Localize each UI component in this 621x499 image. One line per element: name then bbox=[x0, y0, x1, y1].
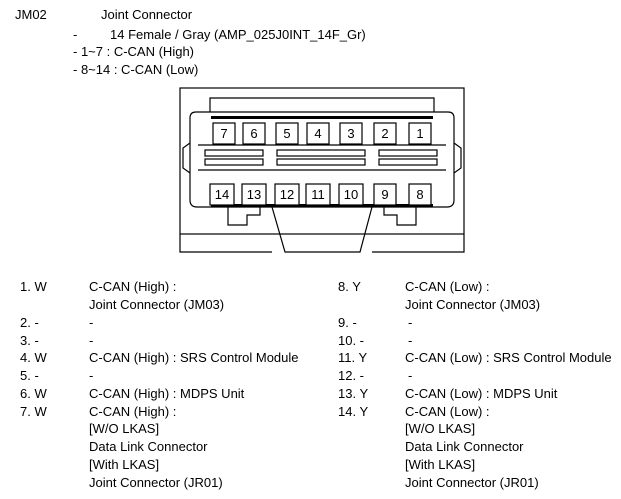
left-notch bbox=[182, 142, 191, 174]
pin-description: - bbox=[89, 368, 94, 383]
connector-inner-frame bbox=[189, 111, 455, 208]
pin-number: 8. Y bbox=[338, 279, 361, 294]
pin-cavity-5 bbox=[275, 122, 299, 145]
pin-description: Data Link Connector bbox=[89, 439, 208, 454]
pin-number: 2. - bbox=[20, 315, 39, 330]
pin-cavity-2 bbox=[373, 122, 397, 145]
pin-description: C-CAN (High) : bbox=[89, 404, 177, 419]
pin-range-note-high: - 1~7 : C-CAN (High) bbox=[73, 44, 194, 59]
pin-number: 3. - bbox=[20, 333, 39, 348]
pin-label-14: 14 bbox=[215, 187, 229, 202]
pin-description: - bbox=[408, 368, 413, 383]
pin-cavity-12 bbox=[274, 183, 300, 206]
pin-label-4: 4 bbox=[314, 126, 321, 141]
pin-number: 13. Y bbox=[338, 386, 369, 401]
pin-label-13: 13 bbox=[247, 187, 261, 202]
pin-cavity-3 bbox=[339, 122, 363, 145]
pin-label-8: 8 bbox=[416, 187, 423, 202]
pin-cavity-14 bbox=[209, 183, 235, 206]
pin-row-top bbox=[212, 122, 432, 145]
pin-label-5: 5 bbox=[283, 126, 290, 141]
connector-code: JM02 bbox=[15, 7, 47, 22]
right-lock-tab bbox=[383, 207, 417, 226]
pin-description: C-CAN (High) : bbox=[89, 279, 177, 294]
pin-row-bottom bbox=[209, 183, 432, 206]
pin-description: C-CAN (Low) : bbox=[405, 279, 490, 294]
pin-label-2: 2 bbox=[381, 126, 388, 141]
upper-latch bbox=[209, 97, 435, 112]
pin-number: 11. Y bbox=[338, 350, 368, 365]
pin-number: 14. Y bbox=[338, 404, 369, 419]
pin-cavity-8 bbox=[408, 183, 432, 206]
pin-description: - bbox=[89, 315, 94, 330]
connector-housing bbox=[179, 87, 465, 235]
pin-cavity-6 bbox=[242, 122, 266, 145]
pin-description: - bbox=[408, 315, 413, 330]
pin-number: 7. W bbox=[20, 404, 47, 419]
pin-label-3: 3 bbox=[347, 126, 354, 141]
pin-description: [W/O LKAS] bbox=[405, 421, 476, 436]
pin-description: Joint Connector (JR01) bbox=[405, 475, 539, 490]
pin-description: C-CAN (High) : MDPS Unit bbox=[89, 386, 245, 401]
pin-row-bottom-labels: 14 13 12 11 10 9 8 bbox=[215, 187, 424, 202]
right-notch bbox=[453, 142, 462, 174]
center-key bbox=[271, 206, 373, 253]
pin-number: 4. W bbox=[20, 350, 47, 365]
pin-number: 6. W bbox=[20, 386, 47, 401]
pin-description: C-CAN (Low) : SRS Control Module bbox=[405, 350, 612, 365]
pin-cavity-1 bbox=[408, 122, 432, 145]
pin-label-11: 11 bbox=[311, 187, 325, 202]
pin-label-12: 12 bbox=[280, 187, 294, 202]
pin-number: 10. - bbox=[338, 333, 365, 348]
pin-number: 1. W bbox=[20, 279, 47, 294]
connector-spec: 14 Female / Gray (AMP_025J0INT_14F_Gr) bbox=[110, 27, 366, 42]
pin-description: [With LKAS] bbox=[405, 457, 476, 472]
pin-description: Joint Connector (JM03) bbox=[89, 297, 225, 312]
pin-description: C-CAN (High) : SRS Control Module bbox=[89, 350, 299, 365]
pin-number: 5. - bbox=[20, 368, 39, 383]
pin-row-top-labels: 7 6 5 4 3 2 1 bbox=[220, 126, 423, 141]
pin-cavity-11 bbox=[305, 183, 331, 206]
pin-number: 12. - bbox=[338, 368, 365, 383]
pin-description: Joint Connector (JR01) bbox=[89, 475, 223, 490]
pin-range-note-low: - 8~14 : C-CAN (Low) bbox=[73, 62, 199, 77]
pin-cavity-9 bbox=[373, 183, 397, 206]
pin-label-7: 7 bbox=[220, 126, 227, 141]
pin-label-10: 10 bbox=[344, 187, 358, 202]
pin-description: - bbox=[408, 333, 413, 348]
pin-description: C-CAN (Low) : bbox=[405, 404, 490, 419]
connector-name: Joint Connector bbox=[101, 7, 193, 22]
pin-description: [With LKAS] bbox=[89, 457, 160, 472]
pin-cavity-7 bbox=[212, 122, 236, 145]
pin-description: Joint Connector (JM03) bbox=[405, 297, 541, 312]
pin-cavity-4 bbox=[306, 122, 330, 145]
spec-dash: - bbox=[73, 27, 78, 42]
pin-number: 9. - bbox=[338, 315, 357, 330]
pin-label-1: 1 bbox=[416, 126, 423, 141]
pin-cavity-13 bbox=[241, 183, 267, 206]
pin-label-6: 6 bbox=[250, 126, 257, 141]
pin-description: Data Link Connector bbox=[405, 439, 524, 454]
pin-label-9: 9 bbox=[381, 187, 388, 202]
left-lock-tab bbox=[227, 207, 261, 226]
pin-description: [W/O LKAS] bbox=[89, 421, 160, 436]
pin-cavity-10 bbox=[338, 183, 364, 206]
pin-description: - bbox=[89, 333, 94, 348]
pin-description: C-CAN (Low) : MDPS Unit bbox=[405, 386, 558, 401]
